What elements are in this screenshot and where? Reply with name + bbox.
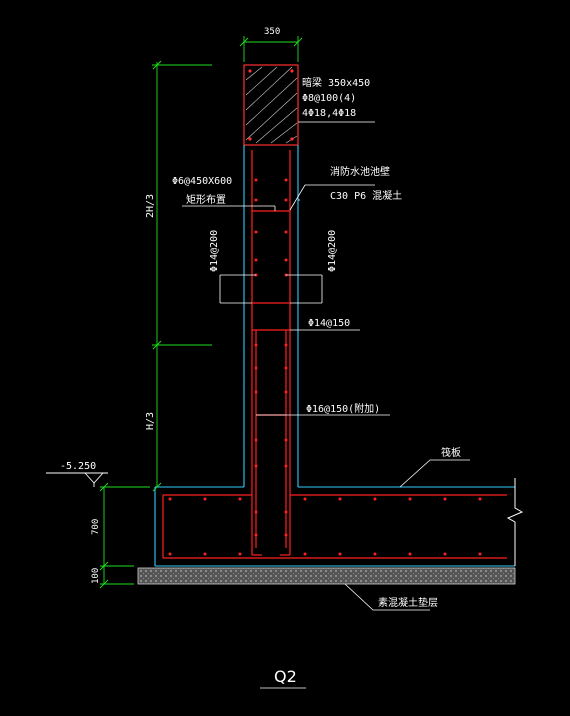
concrete-grade-label: C30 P6 混凝土 bbox=[330, 189, 402, 202]
blinding-label: 素混凝土垫层 bbox=[378, 596, 438, 609]
top-width-dim: 350 bbox=[264, 27, 280, 37]
vert-bar-left-label: Φ14@200 bbox=[209, 230, 220, 272]
upper-height-label: 2H/3 bbox=[145, 194, 156, 218]
dimension-lines bbox=[99, 36, 303, 589]
tie-bar-label: Φ6@450X600 bbox=[172, 176, 232, 187]
added-bar-label: Φ16@150(附加) bbox=[306, 402, 380, 415]
beam-stirrup-label: Φ8@100(4) bbox=[302, 93, 356, 104]
vert-bar-right-label: Φ14@200 bbox=[327, 230, 338, 272]
elevation-label: -5.250 bbox=[60, 461, 96, 472]
break-mark bbox=[506, 478, 524, 566]
blinding-thickness-label: 100 bbox=[91, 568, 101, 584]
hidden-beam bbox=[243, 64, 299, 146]
blinding-layer bbox=[137, 567, 516, 585]
slab-thickness-label: 700 bbox=[91, 519, 101, 535]
drawing-title: Q2 bbox=[274, 667, 297, 686]
slab-label: 筏板 bbox=[441, 446, 461, 459]
horiz-bar-label: Φ14@150 bbox=[308, 318, 350, 329]
slab-rebar-dots bbox=[168, 497, 482, 556]
beam-main-bar-label: 4Φ18,4Φ18 bbox=[302, 108, 356, 119]
wall-rebar-dots bbox=[254, 178, 288, 537]
beam-label: 暗梁 350x450 bbox=[302, 76, 370, 89]
lower-height-label: H/3 bbox=[145, 412, 156, 430]
slab-rebar bbox=[162, 494, 507, 559]
wall-name-label: 消防水池池壁 bbox=[330, 165, 390, 178]
elevation-marker bbox=[46, 472, 108, 487]
wall-rebar bbox=[251, 150, 291, 556]
tie-layout-label: 矩形布置 bbox=[186, 193, 226, 206]
wall-outline bbox=[154, 145, 515, 567]
leader-lines bbox=[182, 121, 470, 689]
